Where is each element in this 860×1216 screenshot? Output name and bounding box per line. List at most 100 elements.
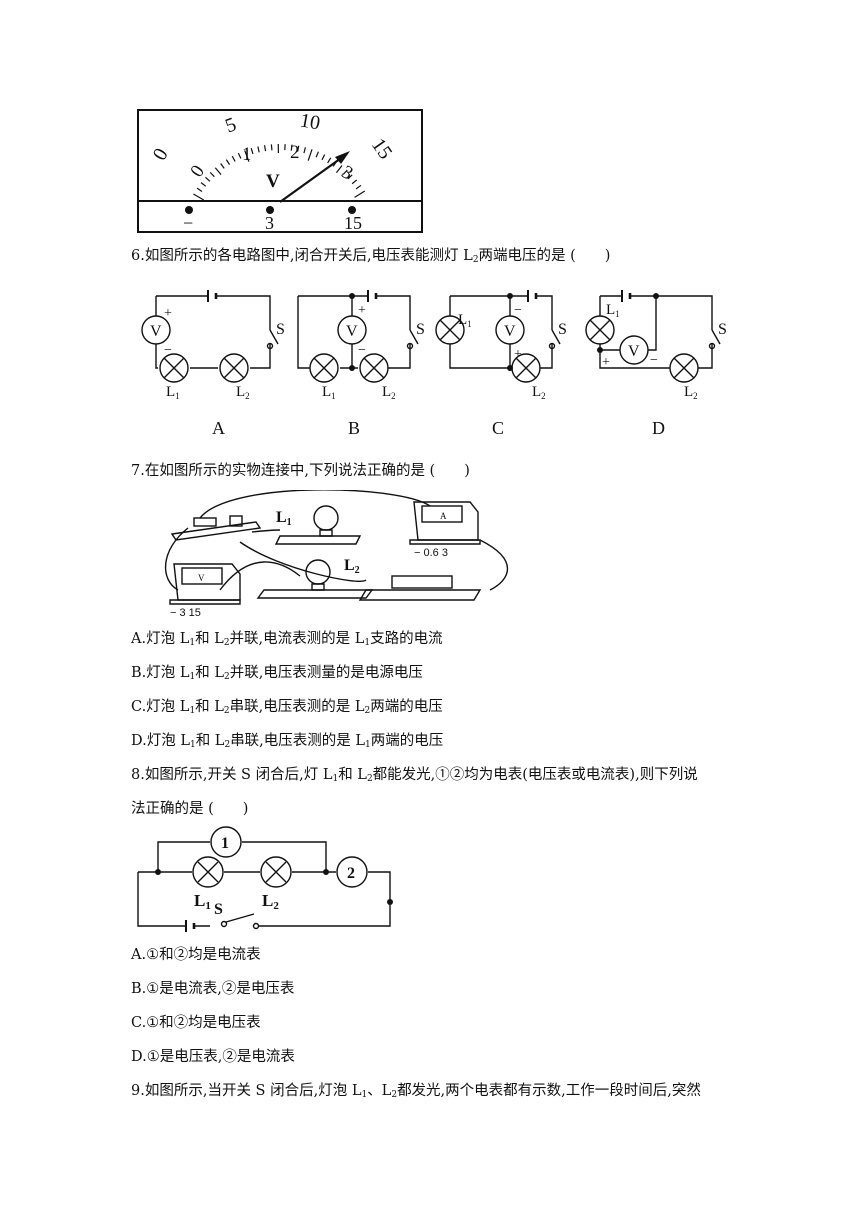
q8-option-b: B.①是电流表,②是电压表	[131, 981, 295, 997]
question-9: 9.如图所示,当开关 S 闭合后,灯泡 L1、L2都发光,两个电表都有示数,工作…	[131, 1083, 701, 1100]
dial-tick	[270, 144, 273, 151]
dial-tick	[354, 190, 366, 198]
dial-bottom-label-2: 2	[290, 142, 300, 163]
question-8-line-1: 8.如图所示,开关 S 闭合后,灯 L1和 L2都能发光,①②均为电表(电压表或…	[131, 767, 698, 784]
question-number: 9.	[131, 1083, 145, 1099]
dial-tick	[315, 151, 319, 158]
dial-unit-label: V	[266, 171, 280, 192]
dial-top-label-15: 15	[367, 134, 396, 163]
terminal-3-dot	[266, 206, 274, 214]
dial-tick	[209, 171, 215, 178]
dial-tick	[225, 159, 231, 166]
q8-option-c: C.①和②均是电压表	[131, 1015, 261, 1031]
dial-tick	[327, 157, 332, 164]
dial-tick	[231, 155, 236, 162]
q6b-lamp1-label: L1	[322, 384, 336, 401]
question-text: 如图所示的各电路图中,闭合开关后,电压表能测灯 L	[144, 248, 473, 264]
q8-meter-2-label: 2	[347, 865, 355, 882]
q6a-switch-label: S	[276, 321, 285, 338]
dial-tick	[193, 193, 205, 201]
dial-bottom-label-3: 3	[338, 161, 357, 184]
dial-top-label-10: 10	[298, 109, 322, 134]
q8-circuit-diagram: 1 2 L1 L2 S	[137, 826, 393, 932]
q6d-lamp2-label: L2	[684, 384, 698, 401]
dial-tick	[220, 163, 225, 169]
q7-voltmeter-terminals: − 3 15	[170, 607, 201, 619]
voltmeter-dial-figure: 0 5 10 15 0 1 2 3 V − 3 15	[137, 109, 423, 233]
dial-tick	[321, 154, 326, 161]
q6b-minus: −	[358, 343, 366, 358]
dial-tick	[290, 144, 293, 151]
q8-switch-label: S	[214, 901, 223, 918]
dial-bottom-label-1: 1	[242, 144, 252, 165]
dial-tick	[303, 147, 307, 154]
terminal-negative-label: −	[183, 213, 193, 233]
q6a-voltmeter-symbol: V	[150, 323, 162, 340]
q7-option-c: C.灯泡 L1和 L2串联,电压表测的是 L2两端的电压	[131, 699, 443, 716]
q6a-minus: −	[164, 343, 172, 358]
dial-top-label-0: 0	[149, 145, 173, 165]
q6c-plus: +	[514, 347, 522, 362]
q7-physical-circuit-figure: L1 L2 A − 0.6 3 V − 3 15	[164, 490, 509, 619]
q6d-switch-label: S	[718, 321, 727, 338]
terminal-3-label: 3	[265, 213, 274, 233]
q6b-switch-label: S	[416, 321, 425, 338]
dial-tick	[297, 145, 300, 152]
q7-ammeter-face: A	[440, 511, 447, 521]
dial-tick	[244, 150, 250, 162]
dial-tick	[347, 174, 353, 180]
dial-bottom-label-0: 0	[186, 161, 209, 181]
terminal-negative-dot	[185, 206, 193, 214]
q6c-lamp1-label: L1	[458, 312, 472, 329]
q7-option-b: B.灯泡 L1和 L2并联,电压表测量的是电源电压	[131, 665, 423, 682]
dial-tick	[214, 167, 222, 176]
q6c-switch-label: S	[558, 321, 567, 338]
dial-tick	[250, 148, 254, 155]
question-8-line-2: 法正确的是 ( )	[131, 801, 249, 817]
dial-tick	[342, 169, 348, 175]
q8-option-a: A.①和②均是电流表	[131, 947, 261, 963]
q7-option-a: A.灯泡 L1和 L2并联,电流表测的是 L1支路的电流	[131, 631, 443, 648]
question-number: 8.	[131, 767, 145, 783]
q7-L1-label: L1	[276, 509, 292, 528]
dial-tick	[237, 152, 242, 159]
q6b-plus: +	[358, 303, 366, 318]
q6-circuit-diagrams: V V V V S S S S + − + − − + + − L1 L2 L1…	[141, 290, 727, 438]
q7-option-d: D.灯泡 L1和 L2串联,电压表测的是 L1两端的电压	[131, 733, 444, 750]
q6b-lamp2-label: L2	[382, 384, 396, 401]
q6d-plus: +	[602, 355, 610, 370]
q6a-lamp1-label: L1	[166, 384, 180, 401]
dial-tick	[205, 176, 211, 182]
q6a-plus: +	[164, 306, 172, 321]
q6c-voltmeter-symbol: V	[504, 323, 516, 340]
dial-tick	[335, 165, 343, 173]
q6d-voltmeter-symbol: V	[628, 343, 640, 360]
q7-ammeter-terminals: − 0.6 3	[414, 547, 448, 559]
terminal-15-dot	[348, 206, 356, 214]
q8-L1-label: L1	[194, 891, 211, 912]
dial-needle-head	[335, 151, 350, 164]
dial-tick	[351, 179, 358, 185]
question-number: 7.	[131, 463, 145, 479]
q6-option-a: A	[212, 418, 225, 438]
dial-tick	[257, 146, 260, 153]
dial-tick	[263, 145, 267, 152]
q6a-lamp2-label: L2	[236, 384, 250, 401]
q6-option-c: C	[492, 418, 504, 438]
q6-option-d: D	[652, 418, 665, 438]
q7-voltmeter-face: V	[198, 573, 205, 583]
q6d-lamp1-label: L1	[606, 302, 620, 319]
q6b-voltmeter-symbol: V	[346, 323, 358, 340]
q6c-lamp2-label: L2	[532, 384, 546, 401]
dial-tick	[200, 182, 207, 187]
q6c-minus: −	[514, 303, 522, 318]
question-7: 7.在如图所示的实物连接中,下列说法正确的是 ( )	[131, 461, 470, 481]
q8-option-d: D.①是电压表,②是电流表	[131, 1049, 295, 1065]
q6d-minus: −	[650, 353, 658, 368]
dial-tick	[355, 184, 362, 190]
dial-tick	[307, 149, 313, 161]
question-6: 6.如图所示的各电路图中,闭合开关后,电压表能测灯 L2两端电压的是 ( )	[131, 248, 611, 265]
q6-option-b: B	[348, 418, 360, 438]
q7-L2-label: L2	[344, 557, 360, 576]
dial-top-label-5: 5	[222, 113, 239, 137]
